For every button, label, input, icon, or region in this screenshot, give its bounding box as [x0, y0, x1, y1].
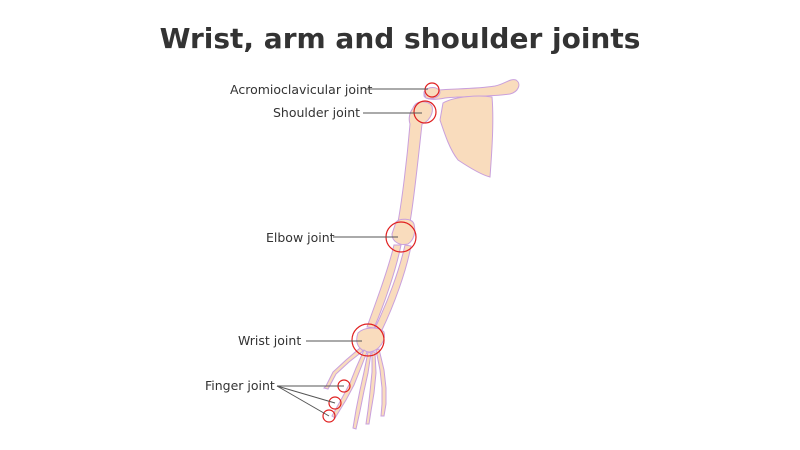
acromioclavicular-joint-circle [424, 82, 440, 98]
leader-lines [276, 88, 428, 417]
label-finger-joint: Finger joint [205, 378, 275, 393]
finger-joint-circle-2 [328, 396, 342, 410]
shoulder-joint-circle [413, 100, 437, 124]
wrist-joint-circle [351, 323, 385, 357]
carpals [356, 327, 385, 353]
label-shoulder-joint: Shoulder joint [273, 105, 361, 120]
clavicle [423, 79, 520, 100]
label-wrist-joint: Wrist joint [238, 333, 302, 348]
label-elbow-joint: Elbow joint [266, 230, 335, 245]
scapula [439, 95, 494, 178]
humerus [397, 101, 433, 223]
label-acromioclavicular-joint: Acromioclavicular joint [230, 82, 373, 97]
diagram-title: Wrist, arm and shoulder joints [159, 22, 641, 55]
leader-finger-2 [276, 385, 336, 404]
leader-finger-3 [276, 385, 330, 417]
bones [323, 79, 520, 430]
finger-joint-circle-3 [322, 409, 336, 423]
